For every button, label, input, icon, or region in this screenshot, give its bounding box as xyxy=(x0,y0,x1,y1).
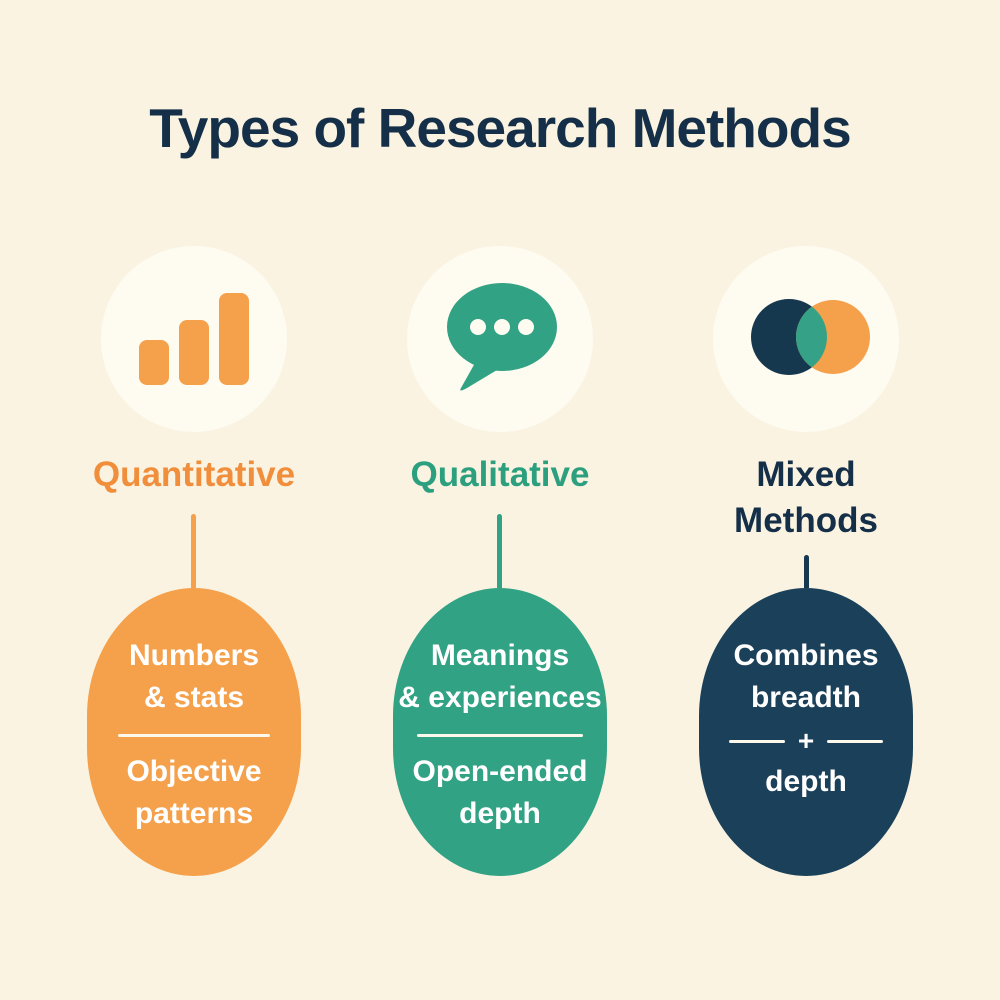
qualitative-pill: Meanings & experiences Open-ended depth xyxy=(393,588,607,876)
column-qualitative: Qualitative Meanings & experiences Open-… xyxy=(350,246,650,876)
divider-line xyxy=(417,734,583,737)
divider-line xyxy=(118,734,270,737)
mixed-methods-pill: Combines breadth + depth xyxy=(699,588,913,876)
column-label-mixed-methods: Mixed Methods xyxy=(734,455,878,540)
speech-bubble-icon xyxy=(441,282,559,396)
bar-chart-icon xyxy=(139,293,249,385)
pill-text-line: patterns xyxy=(134,797,254,830)
mixed-methods-icon-circle xyxy=(713,246,899,432)
divider-segment-right xyxy=(827,739,884,743)
pill-text-line: Numbers xyxy=(128,639,260,672)
column-quantitative: Quantitative Numbers & stats Objective p… xyxy=(44,246,344,876)
pill-text-line: Combines xyxy=(733,639,879,672)
quantitative-pill: Numbers & stats Objective patterns xyxy=(87,588,301,876)
column-label-qualitative: Qualitative xyxy=(410,455,590,494)
connector-line-quantitative xyxy=(191,513,197,588)
qualitative-icon-circle xyxy=(407,246,593,432)
columns-row: Quantitative Numbers & stats Objective p… xyxy=(44,246,956,876)
bar-chart-bar-medium xyxy=(179,320,209,385)
qualitative-label-zone: Qualitative xyxy=(410,452,590,588)
connector-line-mixed-methods xyxy=(803,555,809,588)
plus-divider: + xyxy=(728,725,884,757)
pill-text-line: depth xyxy=(459,797,541,830)
bar-chart-bar-small xyxy=(139,340,169,385)
pill-text-line: Meanings xyxy=(430,639,570,672)
quantitative-icon-circle xyxy=(101,246,287,432)
page-title: Types of Research Methods xyxy=(149,97,851,159)
plus-sign: + xyxy=(797,725,815,756)
pill-text-line: & stats xyxy=(143,681,245,714)
quantitative-label-zone: Quantitative xyxy=(93,452,295,588)
column-mixed-methods: Mixed Methods Combines breadth + depth xyxy=(656,246,956,876)
bar-chart-bar-large xyxy=(219,293,249,385)
pill-text-line: breadth xyxy=(750,681,861,714)
pill-text-line: Open-ended xyxy=(412,755,588,788)
connector-line-qualitative xyxy=(497,513,503,588)
divider-segment-left xyxy=(728,739,785,743)
venn-diagram-icon xyxy=(741,296,871,383)
pill-text-line: depth xyxy=(765,765,847,798)
pill-text-line: Objective xyxy=(126,755,262,788)
mixed-methods-label-zone: Mixed Methods xyxy=(714,452,899,588)
column-label-quantitative: Quantitative xyxy=(92,455,296,494)
pill-text-line: & experiences xyxy=(398,681,602,714)
